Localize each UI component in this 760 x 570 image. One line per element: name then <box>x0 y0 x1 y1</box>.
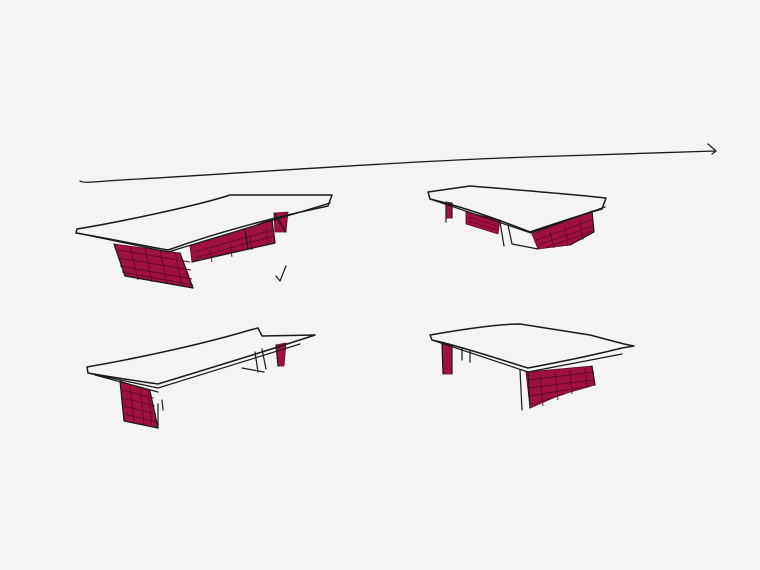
table-sketch-top-left <box>75 194 333 289</box>
table-sketch-bottom-left <box>86 327 316 429</box>
check-mark <box>275 265 287 282</box>
tabletop-outline <box>75 194 333 251</box>
leg-hatching <box>121 383 158 428</box>
tabletop-outline <box>86 327 316 385</box>
table-leg-fill <box>465 211 501 235</box>
horizon-line <box>79 143 717 183</box>
leg-hatching <box>527 367 595 407</box>
table-sketch-bottom-right <box>429 323 635 411</box>
leg-hatching <box>467 216 594 249</box>
leg-hatching <box>117 227 274 287</box>
table-sketch-top-right <box>427 185 607 250</box>
table-leg-fill <box>441 342 453 375</box>
tabletop-outline <box>429 323 635 369</box>
